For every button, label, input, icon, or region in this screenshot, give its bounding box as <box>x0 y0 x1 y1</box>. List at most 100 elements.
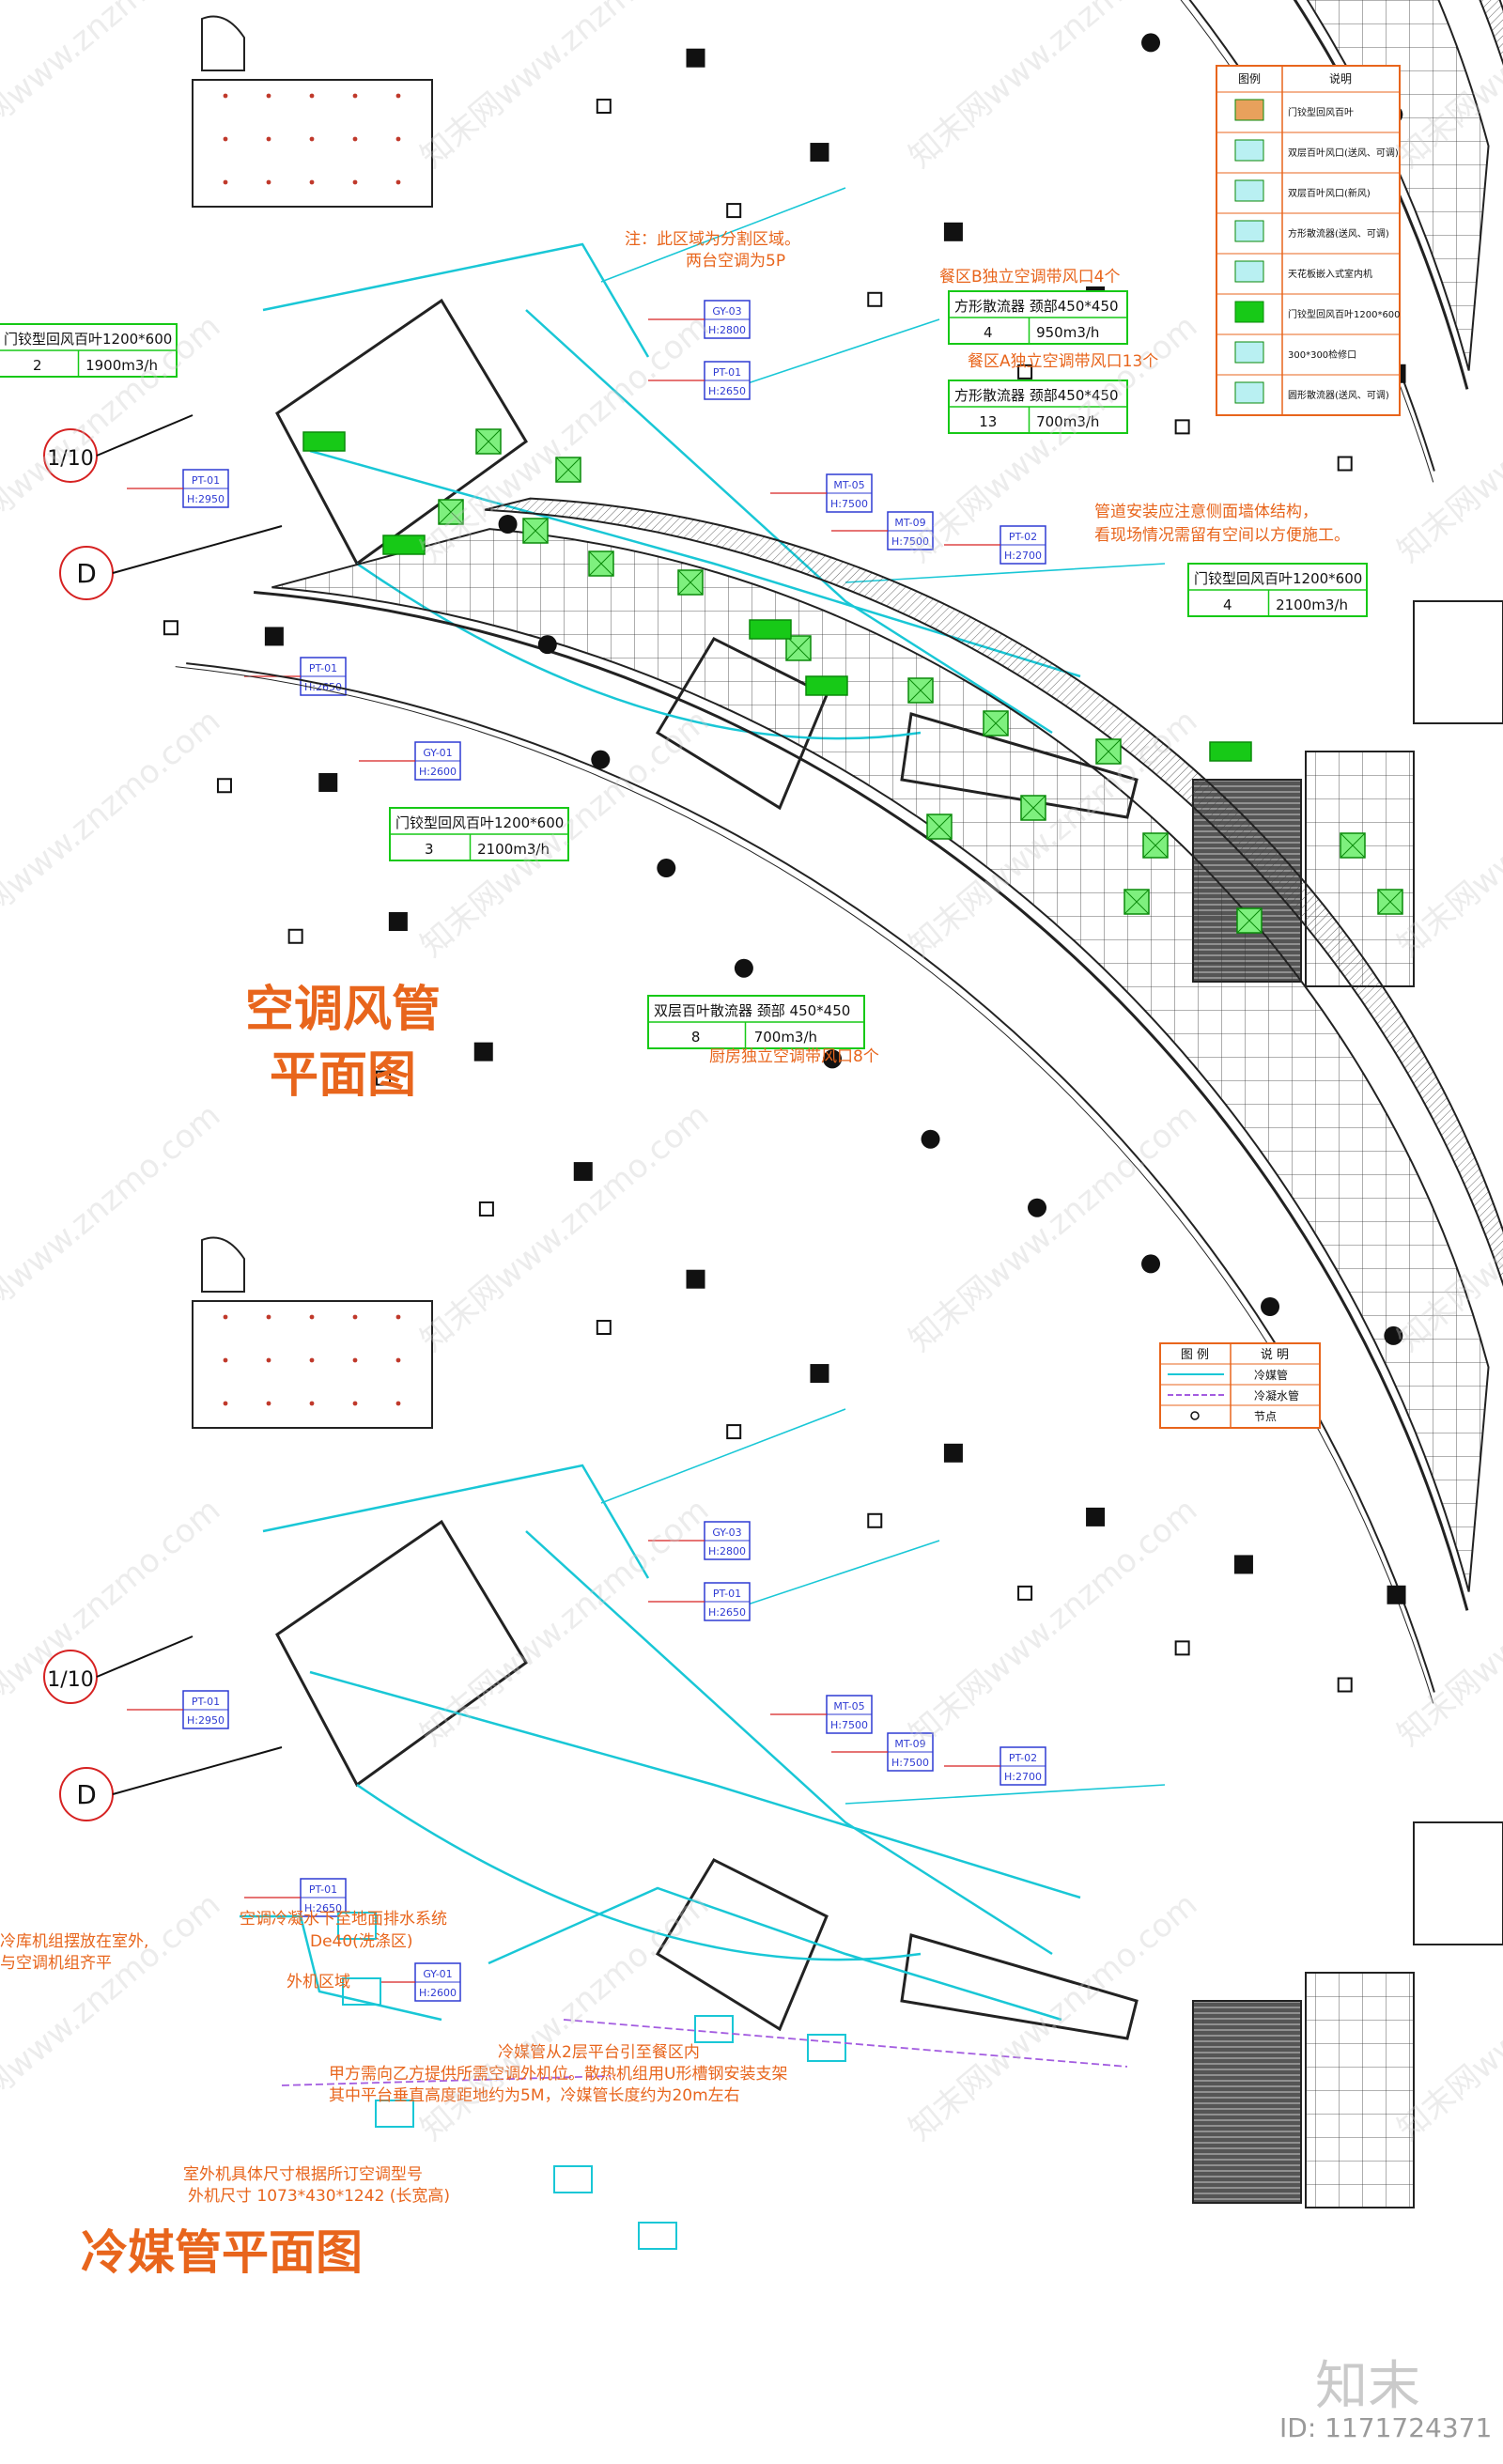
plan1-spec-flow: 950m3/h <box>1036 324 1099 341</box>
plan1-legend-row-text: 双层百叶风口(新风) <box>1288 187 1371 199</box>
plan2-outdoor-unit <box>342 1977 381 2006</box>
plan2-note-refr-1: 冷媒管从2层平台引至餐区内 <box>498 2043 700 2062</box>
plan2-window-post <box>216 778 232 794</box>
plan1-room-a <box>275 298 528 566</box>
plan2-outdoor-area: 外机区域 <box>287 1973 350 1991</box>
plan1-tag-height: H:2650 <box>708 385 746 397</box>
plan2-legend-row-text: 冷凝水管 <box>1254 1388 1299 1402</box>
plan2-column-round <box>921 1129 940 1149</box>
plan2-window-post <box>1174 1640 1190 1656</box>
plan1-tag-code: GY-01 <box>423 747 452 759</box>
plan1-legend-head-desc: 说明 <box>1329 71 1352 85</box>
plan1-diffuser-cross <box>1123 889 1150 915</box>
plan1-legend-swatch <box>1234 381 1264 404</box>
plan2-window-post <box>726 1424 742 1440</box>
plan1-diffuser-cross <box>438 499 464 525</box>
plan1-spec-flow: 700m3/h <box>754 1029 817 1046</box>
plan1-diffuser-cross <box>677 569 704 596</box>
plan2-duct-run <box>262 1464 1081 1961</box>
plan1-spec-qty: 3 <box>425 841 434 858</box>
plan1-title: 空调风管 平面图 <box>221 977 465 1108</box>
plan1-column <box>686 48 705 68</box>
plan2-column <box>1086 1507 1106 1526</box>
plan1-kitchen-note: 厨房独立空调带风口8个 <box>709 1047 879 1066</box>
plan1-column <box>810 143 829 163</box>
plan2-tag-height: H:2950 <box>187 1714 225 1727</box>
plan2-column <box>1387 1585 1406 1604</box>
plan2-outdoor-unit <box>553 2165 593 2193</box>
plan2-tag-code: MT-05 <box>833 1700 864 1712</box>
plan1-column <box>943 222 963 241</box>
plan1-spec-flow: 700m3/h <box>1036 413 1099 430</box>
plan2-note-outdoor: 冷库机组摆放在室外, <box>0 1932 148 1951</box>
plan2-window-post <box>1017 1585 1033 1601</box>
plan2-tag-height: H:2650 <box>708 1606 746 1619</box>
plan1-diffuser-cross <box>475 428 502 455</box>
plan1-return-grille <box>1209 741 1252 762</box>
plan1-diffuser-cross <box>555 457 581 483</box>
plan1-spec-flow: 1900m3/h <box>85 357 158 374</box>
plan2-column <box>318 772 338 792</box>
plan1-legend-swatch <box>1234 301 1264 323</box>
watermark-tile: 知末网www.znzmo.com <box>0 1885 227 2147</box>
plan1-tag-code: PT-01 <box>713 366 741 379</box>
watermark-tile: 知末网www.znzmo.com <box>1390 307 1503 569</box>
watermark-tile: 知末网www.znzmo.com <box>413 1885 716 2147</box>
plan2-plan: 1/10DGY-03H:2800PT-01H:2650PT-01H:2950MT… <box>43 497 1503 2208</box>
plan2-tag-code: PT-01 <box>713 1588 741 1600</box>
plan2-note-refr-3: 其中平台垂直高度距地约为5M，冷媒管长度约为20m左右 <box>329 2086 740 2105</box>
plan1-return-grille <box>749 619 792 640</box>
plan1-tag-height: H:7500 <box>830 498 868 510</box>
plan2-grid-mark-2: D <box>76 1779 97 1810</box>
plan1-tag-height: H:2600 <box>419 766 457 778</box>
watermark-tile: 知末网www.znzmo.com <box>413 1096 716 1358</box>
plan1-tag-height: H:7500 <box>891 535 929 548</box>
plan1-legend-swatch <box>1234 260 1264 283</box>
plan1-zone-b: 餐区B独立空调带风口4个 <box>939 268 1120 287</box>
plan2-tag-code: PT-01 <box>192 1696 220 1708</box>
plan1-note-zone-2: 两台空调为5P <box>686 252 785 271</box>
watermark-tile: 知末网www.znzmo.com <box>0 702 227 964</box>
plan1-spec-box-grid <box>648 1021 864 1048</box>
plan1-column-round <box>1141 33 1161 53</box>
plan1-zone-a: 餐区A独立空调带风口13个 <box>968 352 1158 371</box>
plan2-window-post <box>163 620 178 636</box>
plan2-column-round <box>498 514 518 534</box>
plan1-tag-code: GY-03 <box>712 305 741 318</box>
plan1-spec-name: 门铰型回风百叶1200*600 <box>4 331 172 348</box>
plan2-legend-head-desc: 说 明 <box>1261 1348 1289 1362</box>
plan1-tag-code: MT-09 <box>894 517 925 529</box>
plan2-column <box>810 1364 829 1384</box>
plan1-return-grille <box>302 431 346 452</box>
plan1-legend-row-text: 天花板嵌入式室内机 <box>1288 268 1372 280</box>
plan2-column <box>1233 1555 1253 1574</box>
plan2-tag-height: H:7500 <box>891 1757 929 1769</box>
plan2-column <box>686 1269 705 1289</box>
plan2-window-post <box>1337 1677 1353 1693</box>
plan1-legend-row-text: 门铰型回风百叶 <box>1288 106 1354 118</box>
plan1-diffuser-cross <box>1236 907 1263 934</box>
plan2-tag-height: H:7500 <box>830 1719 868 1731</box>
plan2-column-round <box>1141 1254 1161 1274</box>
plan2-outdoor-unit <box>694 2015 734 2043</box>
plan2-column-round <box>823 1049 843 1069</box>
plan2-note-unit-2: 外机尺寸 1073*430*1242 (长宽高) <box>188 2187 450 2206</box>
plan2-duct-branch <box>600 1408 1166 1805</box>
plan2-outer-wall <box>253 591 1469 1611</box>
plan1-diffuser-cross <box>1377 889 1403 915</box>
plan1-door-swing <box>201 15 245 71</box>
plan2-tiled-floor <box>271 528 1490 1592</box>
plan1-spec-box-grid <box>390 833 568 860</box>
plan2-inner-wall <box>484 497 1503 1288</box>
plan2-outdoor-unit <box>638 2222 677 2250</box>
plan1-diffuser-cross <box>983 710 1009 736</box>
watermark-tile: 知末网www.znzmo.com <box>902 0 1204 176</box>
plan2-tag-height: H:2600 <box>419 1987 457 1999</box>
plan2-note-drain-2: De40(洗涤区) <box>310 1932 412 1951</box>
plan1-spec-box-grid <box>949 406 1127 433</box>
plan1-spec-name: 门铰型回风百叶1200*600 <box>395 814 564 831</box>
plan1-note-zone: 注：此区域为分割区域。 <box>625 230 800 249</box>
plan1-dining-zone <box>192 79 433 208</box>
plan2-room-b <box>655 1858 829 2032</box>
